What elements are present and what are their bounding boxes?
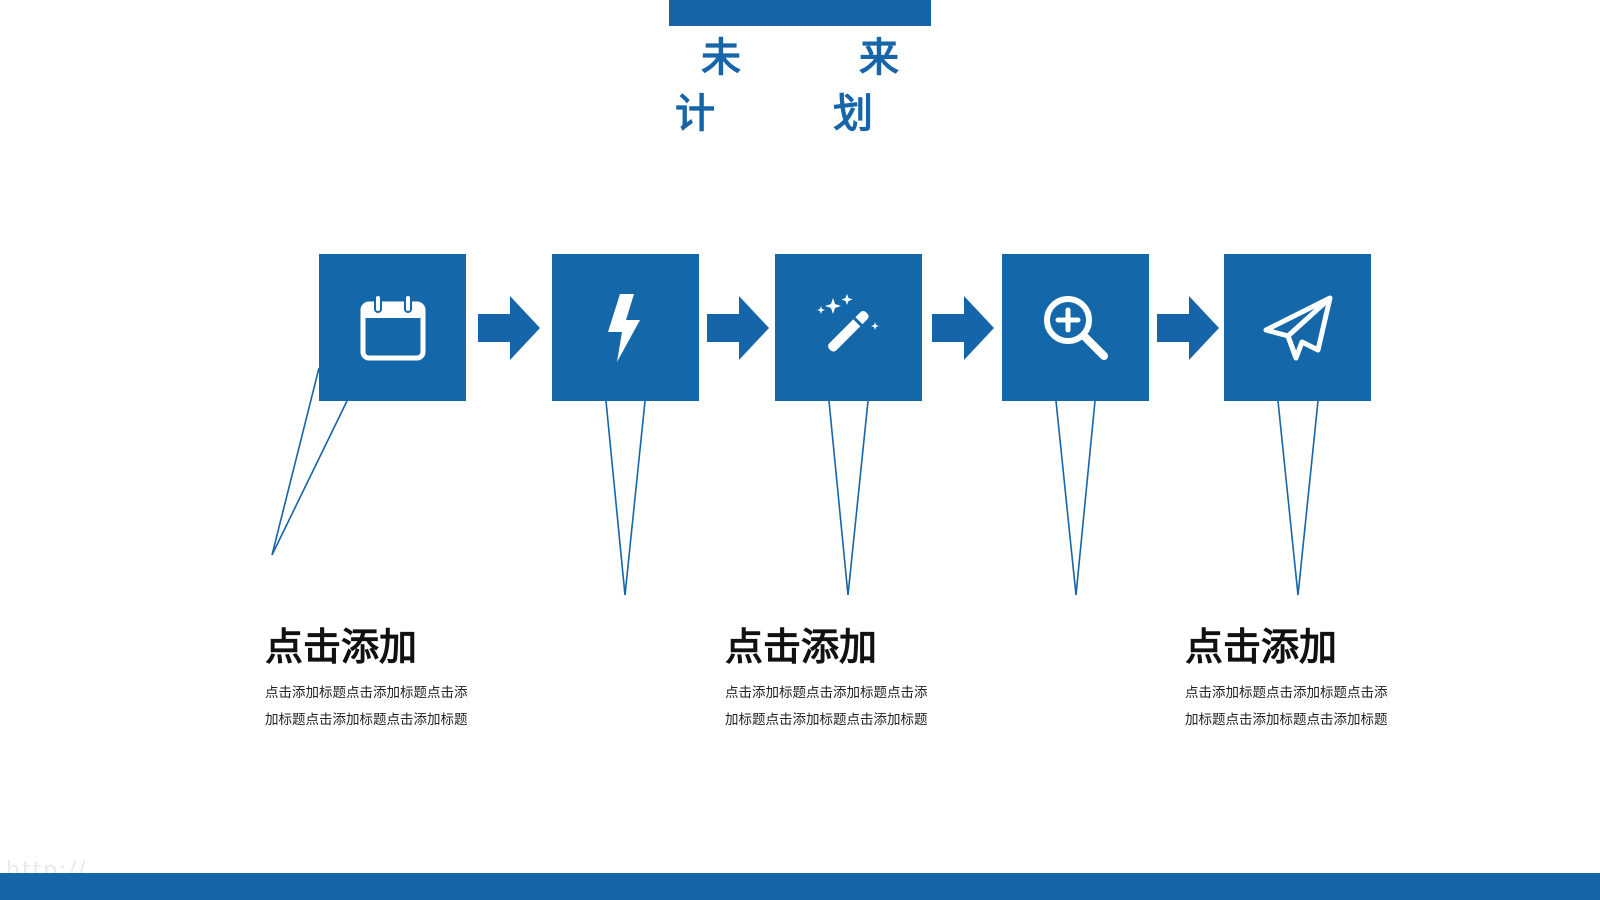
- flow-arrow-2: [707, 296, 769, 360]
- paper-plane-icon: [1263, 295, 1332, 360]
- text-block-description-line2[interactable]: 加标题点击添加标题点击添加标题: [1185, 712, 1388, 728]
- text-block-title[interactable]: 点击添加: [1185, 625, 1338, 669]
- text-block-2[interactable]: 点击添加 点击添加标题点击添加标题点击添 加标题点击添加标题点击添加标题: [725, 622, 965, 734]
- flow-arrow-4: [1157, 296, 1219, 360]
- pointer-line-3: [828, 400, 869, 596]
- zoom-in-icon: [1043, 295, 1108, 360]
- text-block-3[interactable]: 点击添加 点击添加标题点击添加标题点击添 加标题点击添加标题点击添加标题: [1185, 622, 1425, 734]
- flow-arrow-3: [932, 296, 994, 360]
- step-box-magic-wand: [775, 254, 922, 401]
- calendar-icon: [360, 293, 425, 360]
- step-box-lightning: [552, 254, 699, 401]
- text-block-description-line2[interactable]: 加标题点击添加标题点击添加标题: [725, 712, 928, 728]
- text-block-description-line1[interactable]: 点击添加标题点击添加标题点击添: [1185, 685, 1388, 701]
- pointer-line-5: [1277, 400, 1319, 596]
- slide-title: 未 来 计 划: [675, 35, 951, 137]
- text-block-title[interactable]: 点击添加: [725, 625, 878, 669]
- text-block-1[interactable]: 点击添加 点击添加标题点击添加标题点击添 加标题点击添加标题点击添加标题: [265, 622, 505, 734]
- pointer-line-4: [1055, 400, 1096, 596]
- footer-accent-bar: [0, 873, 1600, 900]
- magic-wand-icon: [816, 293, 879, 352]
- step-box-calendar: [319, 254, 466, 401]
- pointer-line-2: [605, 400, 646, 596]
- step-box-zoom-in: [1002, 254, 1149, 401]
- text-block-title[interactable]: 点击添加: [265, 625, 418, 669]
- header-accent-bar: [669, 0, 931, 26]
- text-block-description-line1[interactable]: 点击添加标题点击添加标题点击添: [265, 685, 468, 701]
- lightning-bolt-icon: [607, 293, 640, 362]
- flow-arrow-1: [478, 296, 540, 360]
- step-box-paper-plane: [1224, 254, 1371, 401]
- text-block-description-line1[interactable]: 点击添加标题点击添加标题点击添: [725, 685, 928, 701]
- text-block-description-line2[interactable]: 加标题点击添加标题点击添加标题: [265, 712, 468, 728]
